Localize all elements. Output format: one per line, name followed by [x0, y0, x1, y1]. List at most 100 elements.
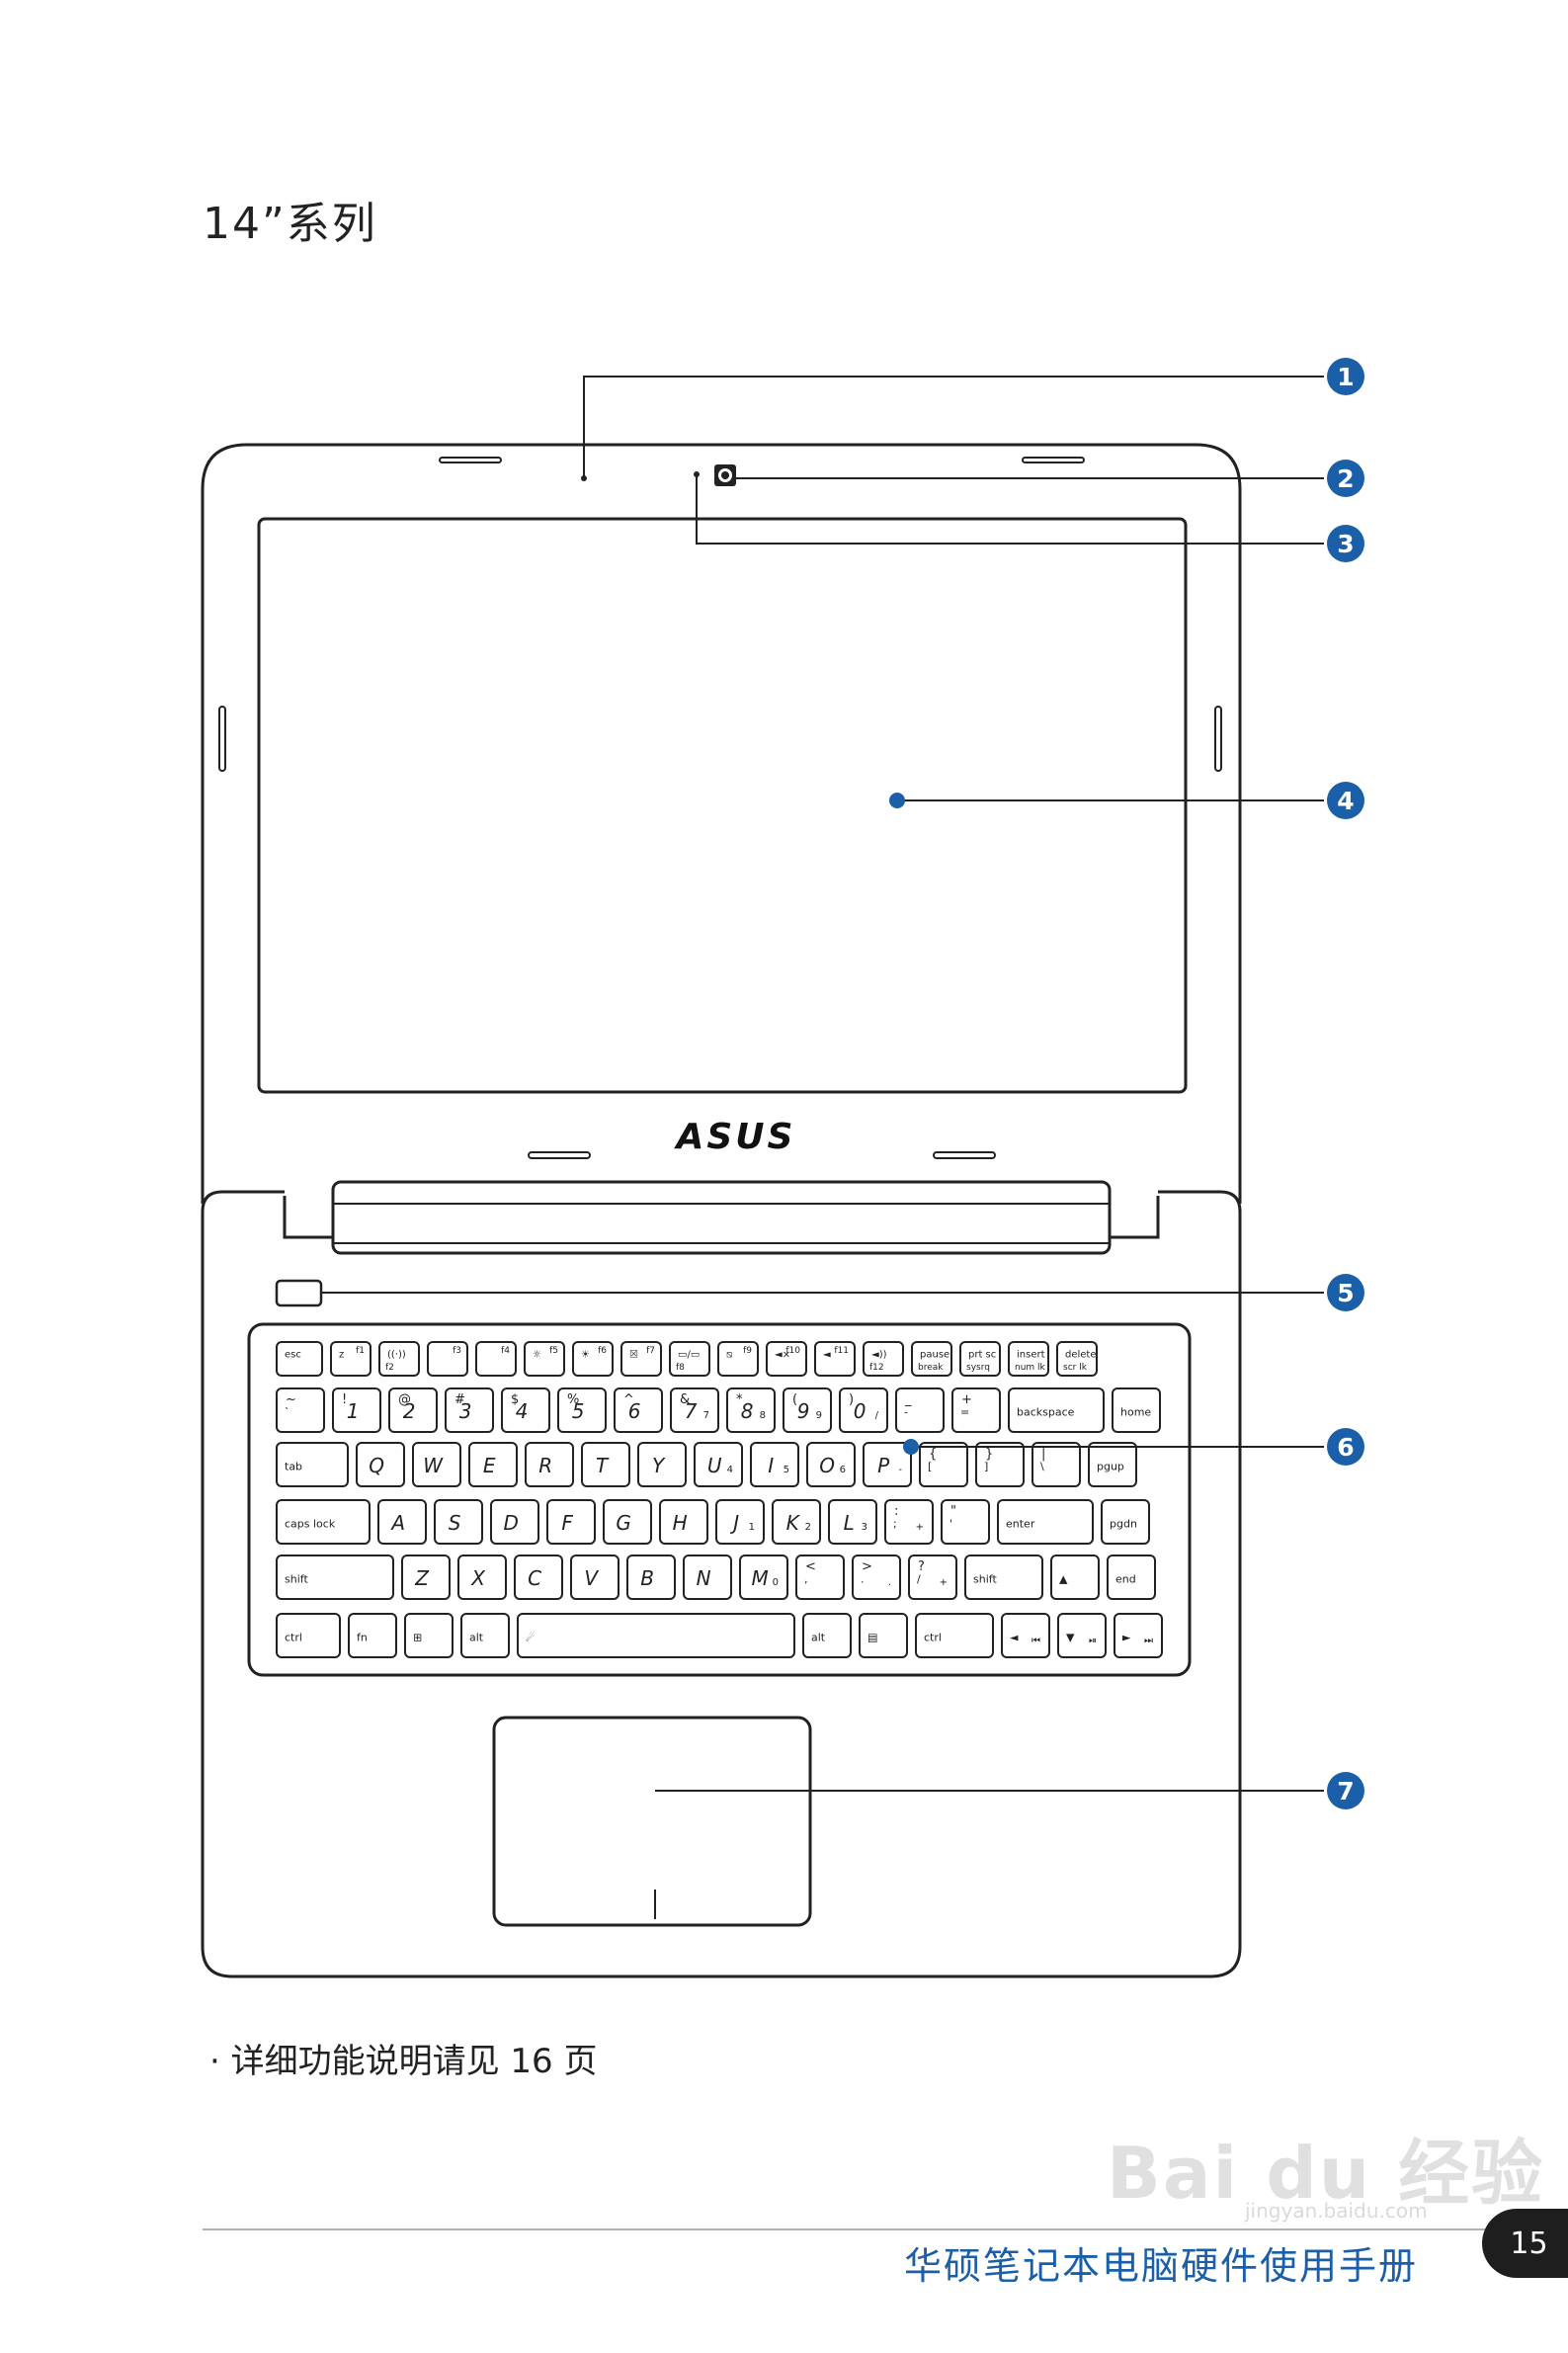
keyboard-key[interactable]: ((·))f2 — [378, 1341, 420, 1377]
key-label: , — [804, 1572, 808, 1585]
keyboard-key[interactable]: 2@ — [388, 1387, 438, 1433]
keyboard-key[interactable]: ☒f7 — [620, 1341, 662, 1377]
keyboard-key[interactable]: =+ — [951, 1387, 1001, 1433]
keyboard-key[interactable]: enter — [997, 1499, 1094, 1545]
keyboard-key[interactable]: ▭/▭f8 — [669, 1341, 710, 1377]
keyboard-key[interactable]: 9(9 — [783, 1387, 832, 1433]
keyboard-key[interactable]: ☼f5 — [524, 1341, 565, 1377]
key-sub-label: . — [888, 1577, 891, 1588]
keyboard-key[interactable]: S — [434, 1499, 483, 1545]
callout-badge: 1 — [1327, 358, 1364, 395]
key-fn-label: f12 — [869, 1363, 884, 1373]
keyboard-key[interactable]: 5% — [557, 1387, 607, 1433]
key-label: ⧅ — [725, 1349, 732, 1360]
keyboard-key[interactable]: fn — [348, 1613, 397, 1658]
callout-number: 5 — [1337, 1279, 1354, 1307]
keyboard-key[interactable]: -_ — [895, 1387, 945, 1433]
key-label: ☀ — [581, 1349, 590, 1360]
touchpad-icon[interactable] — [492, 1716, 812, 1927]
keyboard-key[interactable]: ⊞ — [404, 1613, 454, 1658]
keyboard-key[interactable]: ⧅f9 — [717, 1341, 759, 1377]
keyboard-key[interactable]: alt — [802, 1613, 852, 1658]
keyboard-key[interactable]: B — [626, 1555, 676, 1600]
keyboard-key[interactable]: P- — [863, 1442, 912, 1487]
bezel-slit-right — [933, 1151, 996, 1159]
keyboard-key[interactable]: ▤ — [859, 1613, 908, 1658]
keyboard-key[interactable]: home — [1112, 1387, 1161, 1433]
keyboard-key[interactable]: alt — [460, 1613, 510, 1658]
keyboard-key[interactable]: ◄×f10 — [766, 1341, 807, 1377]
keyboard-key[interactable]: N — [683, 1555, 732, 1600]
keyboard-key[interactable]: 1! — [332, 1387, 381, 1433]
keyboard-key[interactable]: A — [377, 1499, 427, 1545]
key-sub-label: + — [940, 1577, 948, 1588]
keyboard-key[interactable]: C — [514, 1555, 563, 1600]
keyboard-key[interactable]: esc — [276, 1341, 323, 1377]
keyboard-key[interactable]: ◄⏮ — [1001, 1613, 1050, 1658]
keyboard-key[interactable]: ctrl — [276, 1613, 341, 1658]
keyboard-key[interactable]: D — [490, 1499, 539, 1545]
keyboard-key[interactable]: ☀f6 — [572, 1341, 614, 1377]
keyboard-key[interactable]: 3# — [445, 1387, 494, 1433]
keyboard-key[interactable]: ctrl — [915, 1613, 994, 1658]
keyboard-key[interactable]: Q — [356, 1442, 405, 1487]
keyboard-key[interactable]: `~ — [276, 1387, 325, 1433]
keyboard-key[interactable]: shift — [964, 1555, 1043, 1600]
keyboard-key[interactable]: ▲ — [1050, 1555, 1100, 1600]
keyboard-key[interactable]: f3 — [427, 1341, 468, 1377]
keyboard-key[interactable]: ,< — [795, 1555, 845, 1600]
keyboard-key[interactable]: end — [1107, 1555, 1156, 1600]
keyboard-key[interactable]: F — [546, 1499, 596, 1545]
keyboard-key[interactable]: caps lock — [276, 1499, 371, 1545]
keyboard-key[interactable]: 7&7 — [670, 1387, 719, 1433]
keyboard-key[interactable]: ►⏭ — [1114, 1613, 1163, 1658]
keyboard-key[interactable]: \| — [1032, 1442, 1081, 1487]
keyboard-key[interactable]: G — [603, 1499, 652, 1545]
keyboard-key[interactable]: shift — [276, 1555, 394, 1600]
keyboard-key[interactable]: ;:+ — [884, 1499, 934, 1545]
keyboard-key[interactable]: 8*8 — [726, 1387, 776, 1433]
keyboard-key[interactable]: E — [468, 1442, 518, 1487]
keyboard-key[interactable]: ]} — [975, 1442, 1025, 1487]
keyboard-key[interactable]: H — [659, 1499, 708, 1545]
keyboard-key[interactable]: X — [457, 1555, 507, 1600]
keyboard-key[interactable]: 6^ — [614, 1387, 663, 1433]
keyboard-key[interactable]: [{ — [919, 1442, 968, 1487]
keyboard-key[interactable]: /?+ — [908, 1555, 957, 1600]
keyboard-key[interactable]: 0)/ — [839, 1387, 888, 1433]
key-label: G — [616, 1511, 631, 1535]
key-sub-label: 0 — [773, 1577, 779, 1588]
keyboard-key[interactable]: ▼⏯ — [1057, 1613, 1107, 1658]
keyboard-key[interactable]: ◄f11 — [814, 1341, 856, 1377]
keyboard-key[interactable]: 4$ — [501, 1387, 550, 1433]
keyboard-key[interactable]: Y — [637, 1442, 687, 1487]
key-sub-label: ⏭ — [1144, 1636, 1153, 1646]
keyboard-key[interactable]: ☄ — [517, 1613, 795, 1658]
keyboard-key[interactable]: T — [581, 1442, 630, 1487]
keyboard-key[interactable]: Z — [401, 1555, 451, 1600]
keyboard-key[interactable]: R — [525, 1442, 574, 1487]
keyboard-key[interactable]: ◄))f12 — [863, 1341, 904, 1377]
keyboard-key[interactable]: V — [570, 1555, 619, 1600]
keyboard-key[interactable]: tab — [276, 1442, 349, 1487]
power-button-icon[interactable] — [275, 1279, 323, 1307]
keyboard-key[interactable]: pgdn — [1101, 1499, 1150, 1545]
keyboard-key[interactable]: '" — [941, 1499, 990, 1545]
keyboard-key[interactable]: W — [412, 1442, 461, 1487]
keyboard-key[interactable]: f4 — [475, 1341, 517, 1377]
keyboard-key[interactable]: .>. — [852, 1555, 901, 1600]
keyboard-key[interactable]: backspace — [1008, 1387, 1105, 1433]
keyboard-key[interactable]: pgup — [1088, 1442, 1137, 1487]
